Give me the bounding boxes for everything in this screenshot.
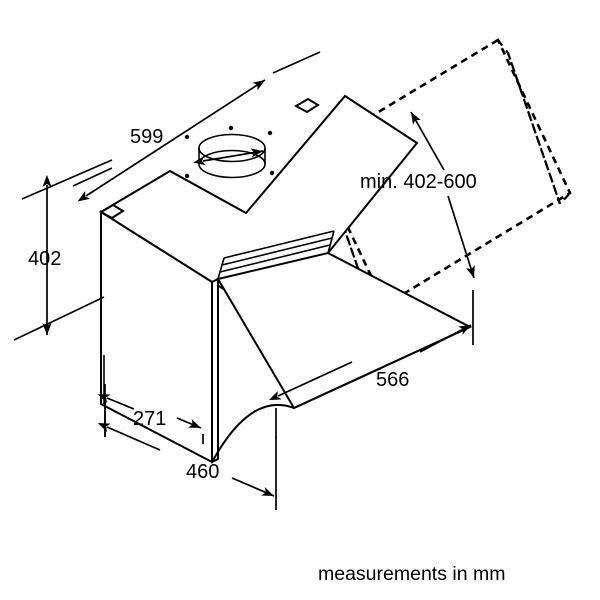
mount-dot-1: [184, 134, 190, 140]
dimension-min-mount-height: min. 402-600: [360, 111, 477, 279]
top-panel-rear-edge: [344, 95, 418, 144]
dim-402-label: 402: [28, 248, 61, 270]
dimension-460: 460: [97, 398, 277, 510]
mount-dot-4: [269, 170, 275, 176]
front-edge-strip: [211, 277, 219, 464]
control-slot-line-1: [219, 244, 331, 273]
dim-271-arrow-left: [97, 394, 135, 410]
dim-min-mount-height-label: min. 402-600: [360, 171, 477, 193]
duct-outlet: [193, 133, 266, 179]
measurement-unit-note: measurements in mm: [318, 563, 505, 585]
control-slot-line-3: [223, 230, 335, 259]
control-slot-cap-left: [217, 257, 225, 280]
dimension-566: 566: [268, 290, 474, 438]
dim-271-arrow-right: [176, 417, 202, 429]
dim-271-label: 271: [133, 408, 166, 430]
mount-dot-2: [267, 130, 273, 136]
left-mount-tab: [98, 203, 125, 220]
dim-566-arrow-left: [268, 361, 353, 401]
ext-599-right: [272, 51, 321, 74]
control-slot-cap-right: [327, 230, 335, 254]
dim-460-label: 460: [186, 461, 219, 483]
dim-460-arrow-right: [231, 477, 275, 497]
dim-599-arrow: [77, 79, 266, 202]
dim-460-arrow-left: [97, 423, 161, 451]
rear-mount-tab: [293, 97, 320, 114]
dimension-402: 402: [13, 159, 113, 341]
control-slot-line-2: [221, 237, 333, 266]
dim-566-arrow-right: [419, 324, 472, 353]
duct-outlet-bottom-ellipse: [198, 149, 266, 179]
mount-dot-5: [228, 125, 234, 131]
dim-min-arrow-down: [447, 195, 475, 279]
ext-402-top: [21, 159, 113, 200]
hood-body: [98, 94, 473, 464]
ext-402-bottom: [13, 296, 105, 341]
dim-599-label: 599: [130, 126, 163, 148]
duct-outlet-top-ellipse: [198, 133, 266, 163]
dim-566-label: 566: [376, 369, 409, 391]
front-lip-curve: [211, 403, 295, 463]
dimension-599: 599: [72, 51, 321, 202]
hob-right-thickness-inner: [506, 52, 562, 205]
dim-min-arrow-up: [410, 111, 445, 171]
mount-dot-3: [184, 173, 190, 179]
